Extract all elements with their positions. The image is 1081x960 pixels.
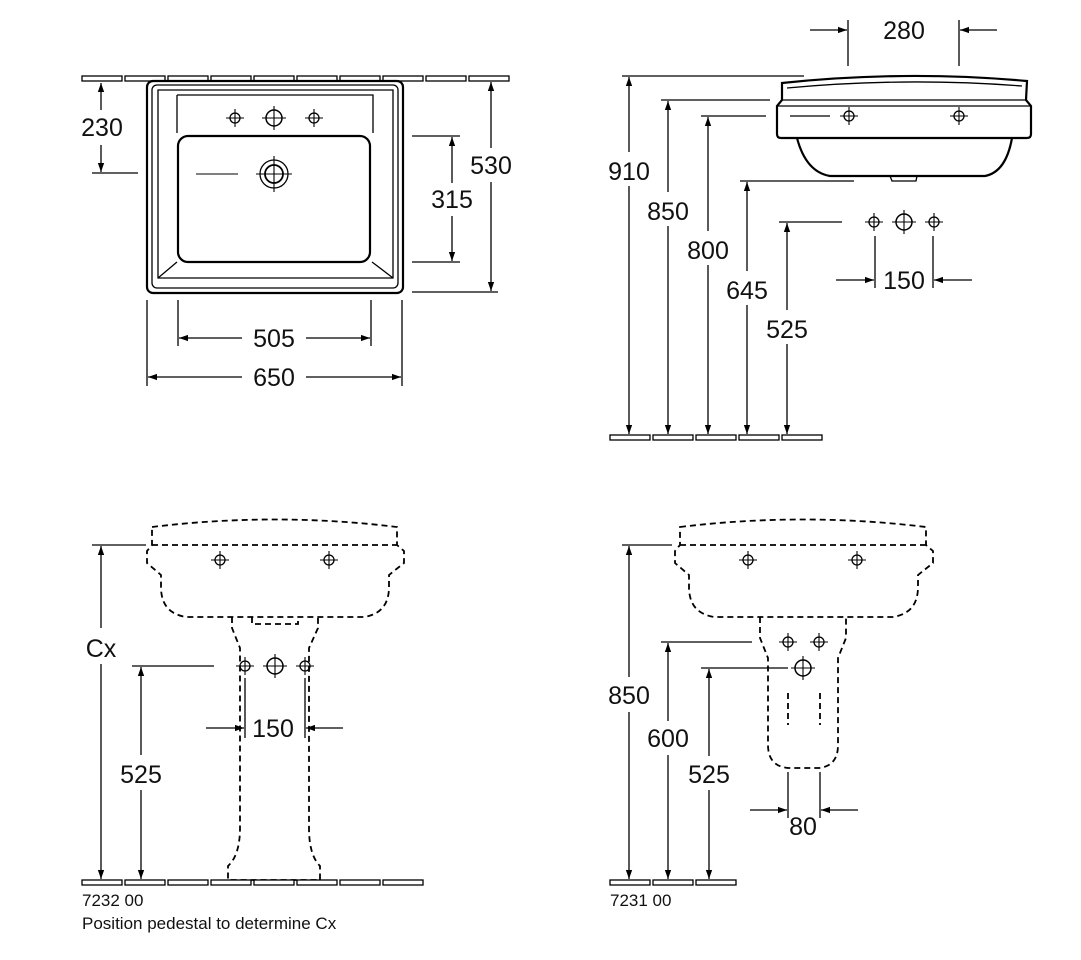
tap-hole-right-icon — [304, 108, 324, 128]
dim-tap-offset: 230 — [81, 114, 123, 142]
semi-pedestal-basin-outline — [674, 518, 934, 618]
pedestal-tap-left-icon — [210, 550, 230, 570]
basin-side-outline — [775, 74, 1033, 182]
dim-semi-525: 525 — [688, 761, 730, 789]
pedestal-tap-right-icon — [319, 550, 339, 570]
pedestal-note: Position pedestal to determine Cx — [82, 914, 337, 933]
dim-connection-spacing: 150 — [883, 267, 925, 295]
side-tap-left-icon — [839, 106, 859, 126]
basin-top-outline — [145, 79, 405, 295]
dim-pedestal-spacing: 150 — [252, 715, 294, 743]
semi-pedestal-floor — [609, 879, 737, 886]
semi-drain-icon — [790, 655, 816, 681]
side-view: 280 910 850 800 645 525 — [608, 17, 1033, 441]
dim-height-850: 850 — [647, 198, 689, 226]
tap-hole-left-icon — [225, 108, 245, 128]
semi-pedestal-column — [759, 617, 847, 769]
dim-semi-600: 600 — [647, 725, 689, 753]
pedestal-connection-left-icon — [235, 656, 255, 676]
drain-icon — [196, 156, 292, 192]
dim-height-645: 645 — [726, 277, 768, 305]
top-view: 230 315 530 505 650 — [81, 75, 512, 392]
side-view-floor — [609, 434, 823, 441]
connection-right-icon — [924, 212, 944, 232]
pedestal-column — [227, 617, 321, 881]
semi-tap-right-icon — [847, 550, 867, 570]
article-number-pedestal: 7232 00 — [82, 891, 143, 910]
pedestal-connection-center-icon — [262, 653, 288, 679]
top-view-wall — [81, 75, 510, 82]
dim-height-525: 525 — [766, 316, 808, 344]
tap-hole-center-icon — [261, 105, 287, 131]
dim-bowl-width: 505 — [253, 325, 295, 353]
pedestal-floor — [81, 879, 424, 886]
connection-left-icon — [864, 212, 884, 232]
pedestal-view: Cx 525 150 7232 00 Position pedestal to … — [81, 518, 424, 933]
dim-bowl-depth: 315 — [431, 186, 473, 214]
dim-pedestal-525: 525 — [120, 761, 162, 789]
dim-semi-850: 850 — [608, 682, 650, 710]
pedestal-basin-outline — [146, 518, 405, 618]
semi-pedestal-view: 850 600 525 80 7231 00 — [608, 518, 934, 910]
dim-height-910: 910 — [608, 158, 650, 186]
side-tap-right-icon — [949, 106, 969, 126]
semi-connection-left-icon — [778, 632, 798, 652]
semi-connection-right-icon — [809, 632, 829, 652]
dim-height-800: 800 — [687, 237, 729, 265]
dim-pipe-spacing: 80 — [789, 813, 817, 841]
dim-overall-depth: 530 — [470, 152, 512, 180]
article-number-semi-pedestal: 7231 00 — [610, 891, 671, 910]
dim-overall-width: 650 — [253, 364, 295, 392]
semi-tap-left-icon — [738, 550, 758, 570]
dim-height-cx: Cx — [86, 635, 117, 663]
dim-top-depth: 280 — [883, 17, 925, 45]
pedestal-connection-right-icon — [295, 656, 315, 676]
connection-center-icon — [891, 209, 917, 235]
